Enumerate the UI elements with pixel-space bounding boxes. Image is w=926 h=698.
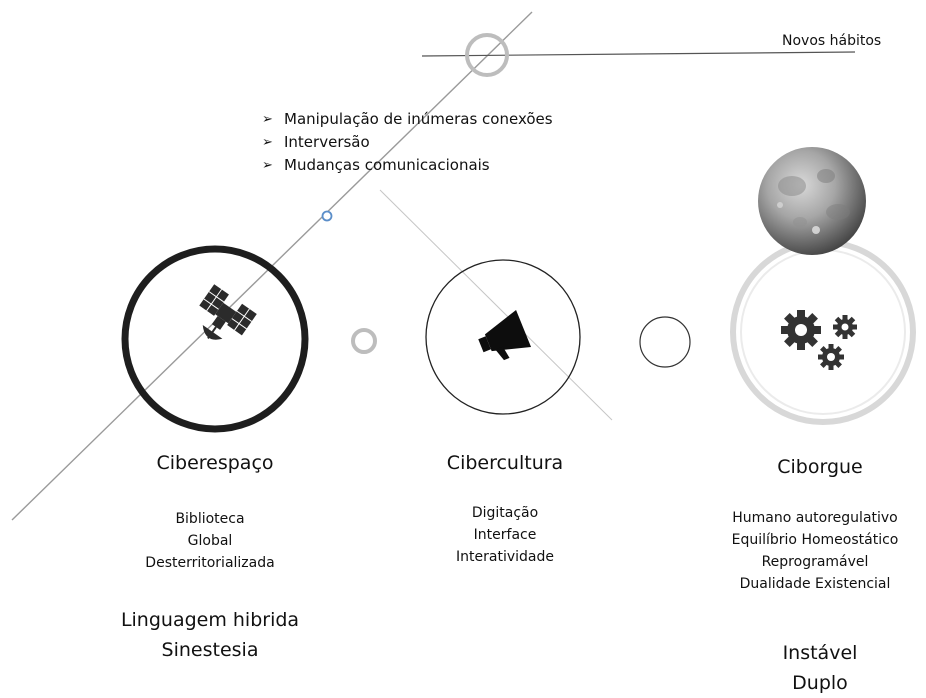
list-item: Biblioteca	[175, 511, 245, 527]
list-item: Linguagem hibrida	[120, 609, 300, 631]
arrow-bullet-icon: ➢	[262, 158, 273, 173]
top-horizontal-line	[421, 51, 856, 57]
ciberespaco-items: Biblioteca Global Desterritorializada	[100, 508, 320, 574]
list-item: Global	[187, 533, 233, 549]
list-item: Duplo	[792, 672, 848, 694]
cibercultura-items: Digitação Interface Interatividade	[400, 502, 610, 568]
list-item: ➢ Mudanças comunicacionais	[262, 154, 553, 177]
list-item: ➢ Interversão	[262, 131, 553, 154]
list-item: Desterritorializada	[145, 555, 275, 571]
list-item: Instável	[782, 642, 858, 664]
ciberespaco-title: Ciberespaço	[156, 452, 274, 474]
bullet-text: Manipulação de inúmeras conexões	[284, 110, 553, 128]
arrow-bullet-icon: ➢	[262, 135, 273, 150]
small-outline-circle	[639, 316, 691, 368]
cibercultura-title: Cibercultura	[446, 452, 564, 474]
blue-dot	[321, 210, 333, 222]
cibercultura-circle	[425, 259, 581, 415]
bullet-list: ➢ Manipulação de inúmeras conexões ➢ Int…	[262, 108, 553, 177]
thin-diagonal-line	[379, 189, 613, 421]
list-item: Humano autoregulativo	[732, 510, 898, 526]
gears-icon	[781, 310, 857, 370]
list-item: Interatividade	[456, 549, 554, 565]
moon-icon	[758, 147, 866, 255]
ciberespaco-circle	[121, 245, 309, 433]
ciborgue-items: Humano autoregulativo Equilíbrio Homeost…	[706, 507, 924, 595]
ciborgue-title: Ciborgue	[777, 456, 863, 478]
small-ring	[351, 328, 377, 354]
satellite-icon	[199, 284, 257, 340]
bullet-text: Interversão	[284, 133, 370, 151]
ciborgue-circle	[730, 239, 916, 425]
list-item: ➢ Manipulação de inúmeras conexões	[262, 108, 553, 131]
list-item: Digitação	[471, 505, 539, 521]
novos-habitos-label: Novos hábitos	[782, 33, 882, 49]
top-ring	[465, 33, 509, 77]
ciborgue-extra: Instável Duplo	[730, 638, 910, 698]
list-item: Dualidade Existencial	[739, 576, 891, 592]
ciborgue-inner-circle	[740, 249, 906, 415]
ciberespaco-extra: Linguagem hibrida Sinestesia	[90, 605, 330, 665]
bullet-text: Mudanças comunicacionais	[284, 156, 490, 174]
arrow-bullet-icon: ➢	[262, 112, 273, 127]
list-item: Sinestesia	[161, 639, 259, 661]
list-item: Equilíbrio Homeostático	[731, 532, 899, 548]
list-item: Reprogramável	[761, 554, 869, 570]
list-item: Interface	[473, 527, 537, 543]
megaphone-icon	[478, 309, 532, 361]
